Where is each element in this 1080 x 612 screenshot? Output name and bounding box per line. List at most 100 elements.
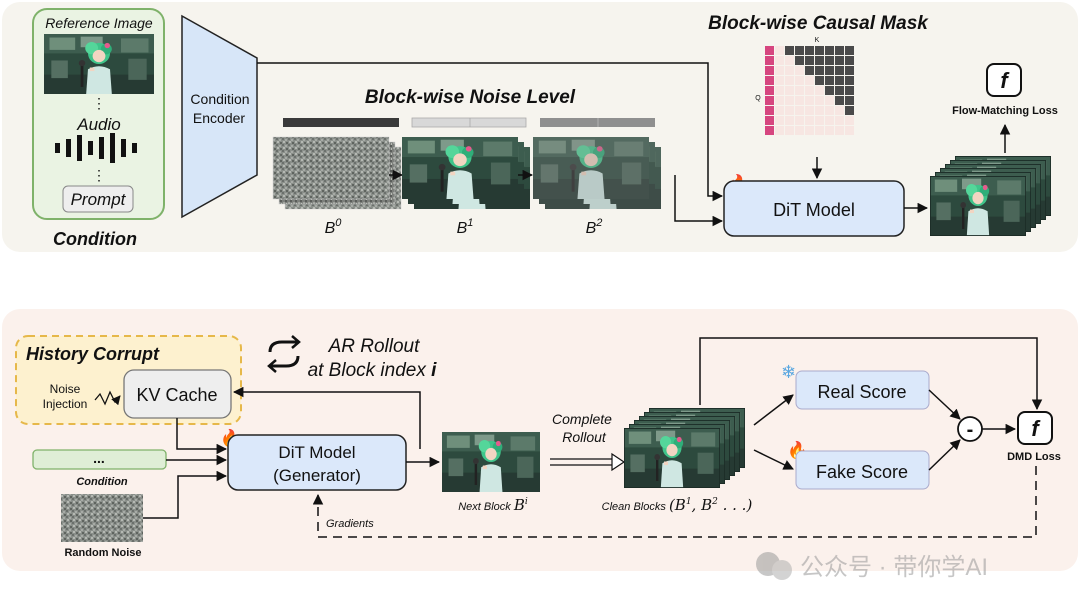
mask-cell	[845, 66, 854, 75]
mask-cell	[775, 46, 784, 55]
noise-bar-b2	[540, 118, 655, 127]
blocks-to-dit-arrow	[674, 175, 724, 227]
mask-cell	[805, 96, 814, 105]
clean-blocks-label: Clean Blocks (B1, B2 . . .)	[602, 496, 753, 514]
f-icon-top	[986, 63, 1022, 97]
condition-encoder	[181, 14, 258, 219]
mask-cell	[785, 66, 794, 75]
to-fake-score-arrow	[753, 449, 794, 470]
mask-cell	[845, 96, 854, 105]
mask-cell	[795, 96, 804, 105]
fake-to-minus-arrow	[928, 439, 961, 471]
mask-cell	[815, 46, 824, 55]
prompt-box	[62, 185, 134, 213]
mask-cell	[775, 56, 784, 65]
mask-k-label: K	[815, 37, 820, 44]
mask-cell	[805, 86, 814, 95]
output-frames-top	[930, 156, 1051, 236]
noise-injection-squiggle	[94, 390, 121, 406]
mask-cell	[795, 86, 804, 95]
mask-cell	[795, 76, 804, 85]
mask-cell	[825, 96, 834, 105]
mask-cell	[795, 66, 804, 75]
mask-cell	[815, 106, 824, 115]
mask-cell	[835, 96, 844, 105]
ar-rollout-label-1: AR Rollout	[328, 336, 421, 357]
block-b2-frames	[533, 137, 661, 209]
block-label-b0: B0	[325, 217, 343, 237]
mask-cell	[765, 46, 774, 55]
mask-cell	[765, 76, 774, 85]
minus-symbol: -	[967, 419, 974, 441]
complete-rollout-label-2: Rollout	[562, 429, 607, 445]
mask-cell	[835, 86, 844, 95]
ar-rollout-label-2: at Block index i	[308, 360, 438, 381]
mask-cell	[805, 46, 814, 55]
f-symbol-bottom: f	[1031, 416, 1041, 441]
stacked-frame	[930, 176, 1026, 236]
mask-cell	[785, 96, 794, 105]
audio-label: Audio	[76, 115, 120, 134]
mask-cell	[835, 116, 844, 125]
generator-label-1: DiT Model	[278, 443, 355, 462]
snowflake-icon: ❄	[781, 362, 796, 382]
mask-cell	[835, 76, 844, 85]
block-b1-frames	[402, 137, 530, 209]
noise-bar-b1	[411, 117, 527, 128]
mask-cell	[765, 56, 774, 65]
mask-cell	[825, 86, 834, 95]
mask-cell	[795, 116, 804, 125]
mask-cell	[775, 116, 784, 125]
mask-cell	[815, 86, 824, 95]
clean-blocks-frames	[624, 408, 745, 488]
complete-rollout-label-1: Complete	[552, 411, 612, 427]
mask-cell	[765, 86, 774, 95]
mask-cell	[775, 86, 784, 95]
watermark-text: 公众号 · 带你学AI	[800, 554, 988, 581]
mask-cell	[825, 56, 834, 65]
mask-cell	[825, 126, 834, 135]
mask-cell	[845, 126, 854, 135]
mask-cell	[775, 96, 784, 105]
mask-cell	[845, 76, 854, 85]
noise-injection-label-2: Injection	[43, 397, 88, 411]
complete-rollout-arrow	[611, 452, 626, 472]
mask-cell	[825, 116, 834, 125]
mask-cell	[775, 106, 784, 115]
mask-cell	[815, 56, 824, 65]
dit-model-top-label: DiT Model	[773, 200, 855, 220]
real-score-label: Real Score	[817, 382, 906, 402]
mask-cell	[795, 56, 804, 65]
generator-label-2: (Generator)	[273, 466, 361, 485]
mask-cell	[845, 56, 854, 65]
f-symbol-top: f	[1000, 68, 1010, 93]
real-to-minus-arrow	[928, 389, 961, 420]
mask-cell	[845, 106, 854, 115]
mask-cell	[785, 106, 794, 115]
mask-cell	[805, 126, 814, 135]
mask-cell	[845, 46, 854, 55]
prompt-label: Prompt	[71, 190, 127, 209]
fake-score-label: Fake Score	[816, 462, 908, 482]
kv-cache-label: KV Cache	[136, 385, 217, 405]
causal-mask-grid	[765, 46, 854, 135]
mask-cell	[845, 86, 854, 95]
watermark: 公众号 · 带你学AI	[756, 552, 988, 581]
mask-cell	[835, 46, 844, 55]
next-block-image	[442, 432, 540, 492]
noise-level-title: Block-wise Noise Level	[365, 87, 576, 108]
block-b0-frames	[272, 136, 402, 210]
mask-cell	[825, 106, 834, 115]
mask-cell	[785, 116, 794, 125]
mask-cell	[805, 66, 814, 75]
kv-to-generator-arrow	[176, 418, 228, 455]
dots-1: ⋮	[92, 95, 106, 111]
mask-cell	[775, 126, 784, 135]
encoder-label-1: Condition	[190, 91, 249, 107]
gradients-arrow	[312, 466, 1037, 538]
noise-injection-label-1: Noise	[50, 382, 81, 396]
flow-matching-loss-label: Flow-Matching Loss	[952, 105, 1058, 117]
block-label-b2: B2	[586, 217, 603, 237]
mask-q-label: Q	[755, 95, 761, 102]
